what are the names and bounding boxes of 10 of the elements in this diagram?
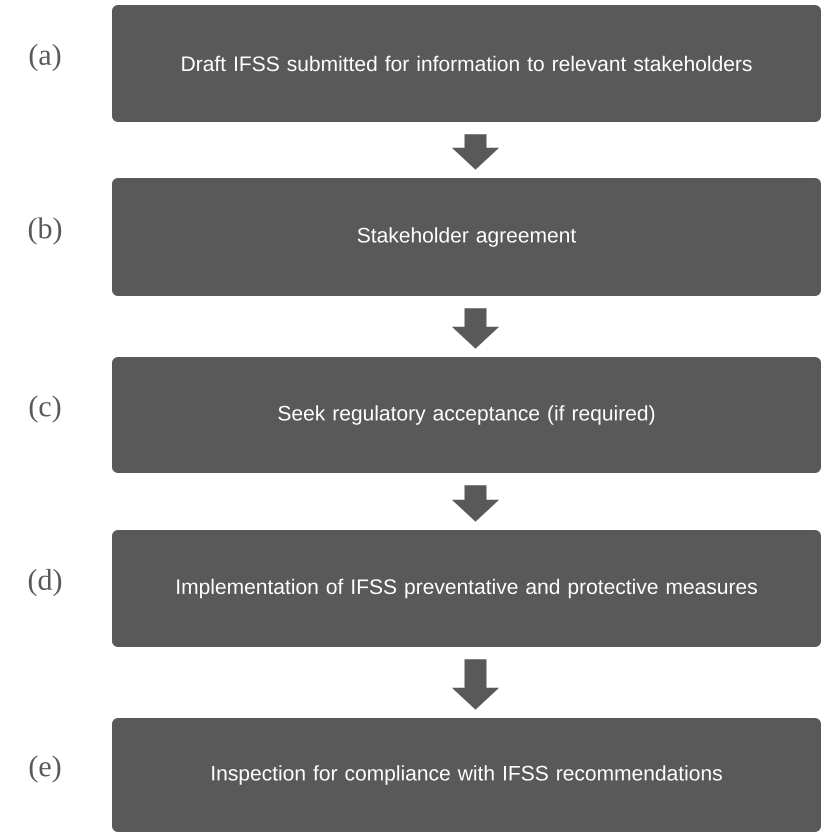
process-box: Draft IFSS submitted for information to relevant stakeholders [112, 5, 821, 122]
step-label: (d) [28, 568, 62, 596]
process-box: Stakeholder agreement [112, 178, 821, 296]
step-label: (c) [30, 395, 60, 423]
process-box: Seek regulatory acceptance (if required) [112, 357, 821, 473]
step-label: (a) [30, 44, 60, 72]
process-box: Implementation of IFSS preventative and protective measures [112, 530, 821, 647]
step-label: (e) [30, 755, 60, 783]
process-box: Inspection for compliance with IFSS recommendations [112, 718, 821, 832]
step-label: (b) [28, 217, 62, 245]
